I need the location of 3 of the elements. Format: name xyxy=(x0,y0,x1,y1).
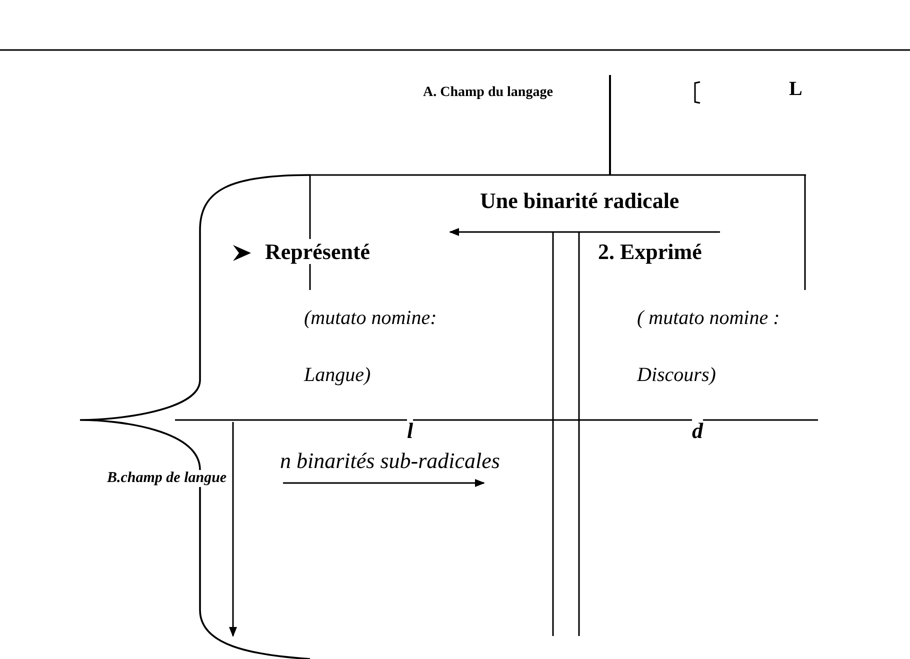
heading-text: B.champ de langue xyxy=(107,470,227,488)
heading-text: A. Champ du langage xyxy=(423,85,553,102)
term-label: Représenté xyxy=(265,239,370,264)
